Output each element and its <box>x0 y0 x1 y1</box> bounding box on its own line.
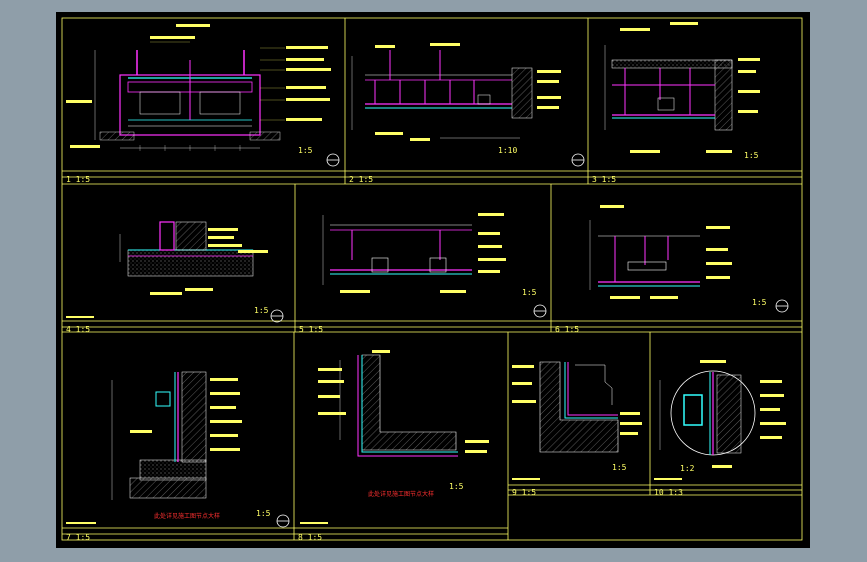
detail-7-drawing: 此处详见施工图节点大样 <box>66 371 242 524</box>
panel-8-scale: 1:5 <box>449 482 464 491</box>
drawing-canvas <box>56 12 810 548</box>
panel-10-label: 10 1:3 <box>654 488 683 497</box>
panel-3-label: 3 1:5 <box>592 175 616 184</box>
panel-6-scale: 1:5 <box>752 298 767 307</box>
panel-1-scale: 1:5 <box>298 146 313 155</box>
panel-9-scale: 1:5 <box>612 463 627 472</box>
panel-5-scale: 1:5 <box>522 288 537 297</box>
panel-7-label: 7 1:5 <box>66 533 90 542</box>
detail-6-drawing <box>589 205 732 299</box>
panel-7-red-note: 此处详见施工图节点大样 <box>154 512 220 520</box>
detail-8-drawing: 此处详见施工图节点大样 <box>300 350 489 524</box>
panel-10-scale: 1:2 <box>680 464 695 473</box>
detail-9-drawing <box>512 361 642 480</box>
panel-6-label: 6 1:5 <box>555 325 579 334</box>
detail-3-drawing <box>604 22 760 153</box>
panel-4-label: 4 1:5 <box>66 325 90 334</box>
panel-7-scale: 1:5 <box>256 509 271 518</box>
detail-5-drawing <box>322 213 506 293</box>
panel-2-label: 2 1:5 <box>349 175 373 184</box>
panel-9-label: 9 1:5 <box>512 488 536 497</box>
panel-3-scale: 1:5 <box>744 151 759 160</box>
panel-2-scale: 1:10 <box>498 146 517 155</box>
panel-1-label: 1 1:5 <box>66 175 90 184</box>
detail-2-drawing <box>351 43 561 141</box>
section-symbols <box>270 153 789 528</box>
panel-8-label: 8 1:5 <box>298 533 322 542</box>
detail-4-drawing <box>66 221 268 318</box>
detail-10-drawing <box>654 360 786 480</box>
panel-4-scale: 1:5 <box>254 306 269 315</box>
panel-5-label: 5 1:5 <box>299 325 323 334</box>
sheet-frame <box>61 17 803 541</box>
detail-1-drawing <box>66 24 331 151</box>
panel-8-red-note: 此处详见施工图节点大样 <box>368 490 434 498</box>
